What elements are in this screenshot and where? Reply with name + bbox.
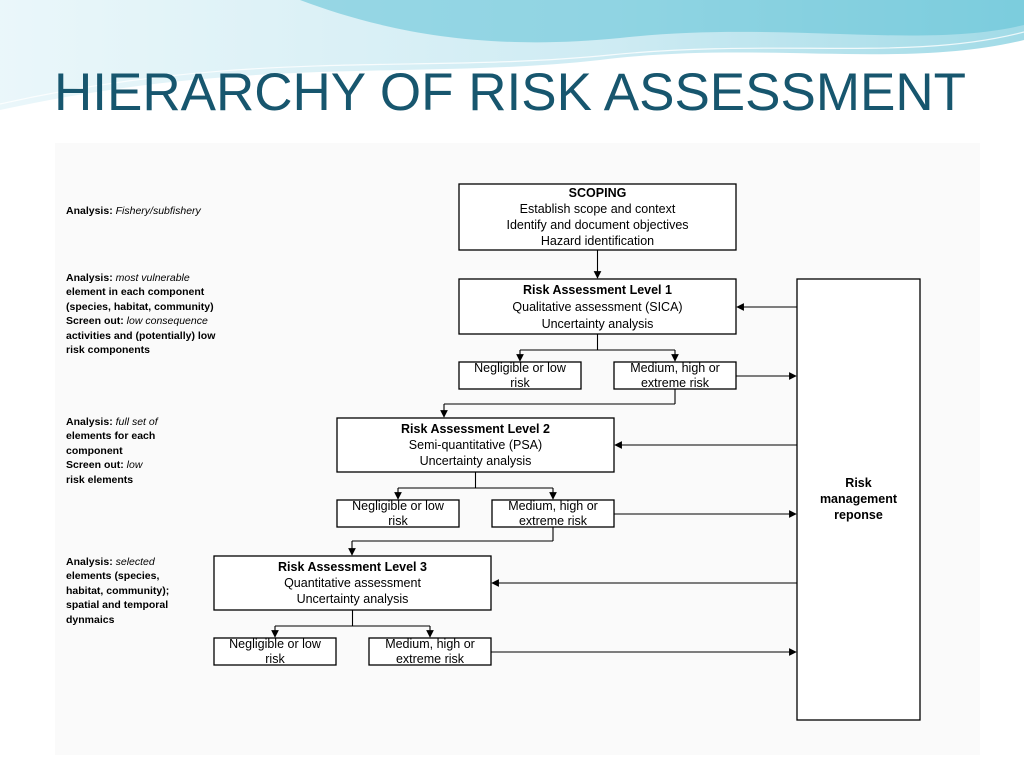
outcome-low-line-2: risk [510,376,530,390]
note-text: elements for each [66,430,156,443]
note-text: Fishery/subfishery [112,205,201,217]
level2-title: Risk Assessment Level 2 [401,422,550,436]
note-line: Screen out: low consequence [66,314,251,328]
note-line: Screen out: low [66,458,251,472]
level2-line-1: Semi-quantitative (PSA) [409,438,542,452]
note-line: habitat, community); [66,584,251,598]
note-line: activities and (potentially) low [66,329,251,343]
level1-title: Risk Assessment Level 1 [523,283,672,297]
level3-low-risk-box [213,637,337,666]
outcome-high-line-2: extreme risk [396,652,465,666]
note-label: Analysis: [66,205,113,217]
note-text: low consequence [123,315,208,328]
outcome-high-line-1: Medium, high or [630,361,720,375]
note-line: Analysis: most vulnerable [66,271,251,285]
note-line: elements for each [66,429,251,443]
note-text: element in each component [66,286,205,299]
note-text: most vulnerable [112,272,190,284]
note-label: Screen out: [66,459,124,472]
outcome-high-line-1: Medium, high or [508,499,598,513]
level1-line-2: Uncertainty analysis [542,317,654,331]
outcome-high-line-1: Medium, high or [385,637,475,651]
scoping-box [458,183,737,251]
level3-line-1: Quantitative assessment [284,576,421,590]
note-text: low [123,459,143,472]
scoping-line-2: Identify and document objectives [506,218,688,232]
note-text: component [66,444,123,457]
background-wave-decoration [0,0,1024,113]
note-label: Analysis: [66,416,113,428]
scoping-title: SCOPING [569,186,627,200]
analysis-note-level3: Analysis: selected elements (species, ha… [66,555,251,627]
note-label: Analysis: [66,556,113,568]
note-text: habitat, community); [66,584,170,597]
analysis-note-level1: Analysis: most vulnerable element in eac… [66,271,251,357]
level3-line-2: Uncertainty analysis [297,592,409,606]
note-text: spatial and temporal [66,599,169,612]
note-label: Screen out: [66,315,124,328]
outcome-low-line-1: Negligible or low [229,637,322,651]
note-text: (species, habitat, community) [66,300,214,313]
note-line: Analysis: full set of [66,415,251,429]
note-text: risk components [66,344,151,357]
note-line: spatial and temporal [66,598,251,612]
response-line-3: reponse [834,508,883,522]
risk-management-response-box [796,278,921,721]
scoping-line-1: Establish scope and context [520,202,676,216]
scoping-line-3: Hazard identification [541,234,654,248]
note-text: risk elements [66,473,134,486]
note-line: (species, habitat, community) [66,300,251,314]
note-line: Analysis: Fishery/subfishery [66,204,251,218]
note-text: activities and (potentially) low [66,329,216,342]
level1-box [458,278,737,335]
slide-title: HIERARCHY OF RISK ASSESSMENT [54,63,966,122]
outcome-low-line-2: risk [388,514,408,528]
outcome-high-line-2: extreme risk [519,514,588,528]
note-line: component [66,444,251,458]
note-line: risk components [66,343,251,357]
note-text: full set of [112,416,158,428]
outcome-low-line-2: risk [265,652,285,666]
note-text: selected [112,556,155,568]
level2-line-2: Uncertainty analysis [420,454,532,468]
note-text: elements (species, [66,570,160,583]
level3-title: Risk Assessment Level 3 [278,560,427,574]
response-line-1: Risk [845,476,871,490]
note-line: elements (species, [66,569,251,583]
note-text: dynmaics [66,613,115,626]
level2-box [336,417,615,473]
level1-line-1: Qualitative assessment (SICA) [512,300,682,314]
note-label: Analysis: [66,272,113,284]
note-line: risk elements [66,473,251,487]
level3-high-risk-box [368,637,492,666]
outcome-low-line-1: Negligible or low [474,361,567,375]
level3-box [213,555,492,611]
note-line: element in each component [66,285,251,299]
level2-low-risk-box [336,499,460,528]
note-line: dynmaics [66,613,251,627]
analysis-note-level2: Analysis: full set of elements for each … [66,415,251,487]
analysis-note-scoping: Analysis: Fishery/subfishery [66,204,251,218]
outcome-high-line-2: extreme risk [641,376,710,390]
response-line-2: management [820,492,898,506]
outcome-low-line-1: Negligible or low [352,499,445,513]
level1-low-risk-box [458,361,582,390]
note-line: Analysis: selected [66,555,251,569]
